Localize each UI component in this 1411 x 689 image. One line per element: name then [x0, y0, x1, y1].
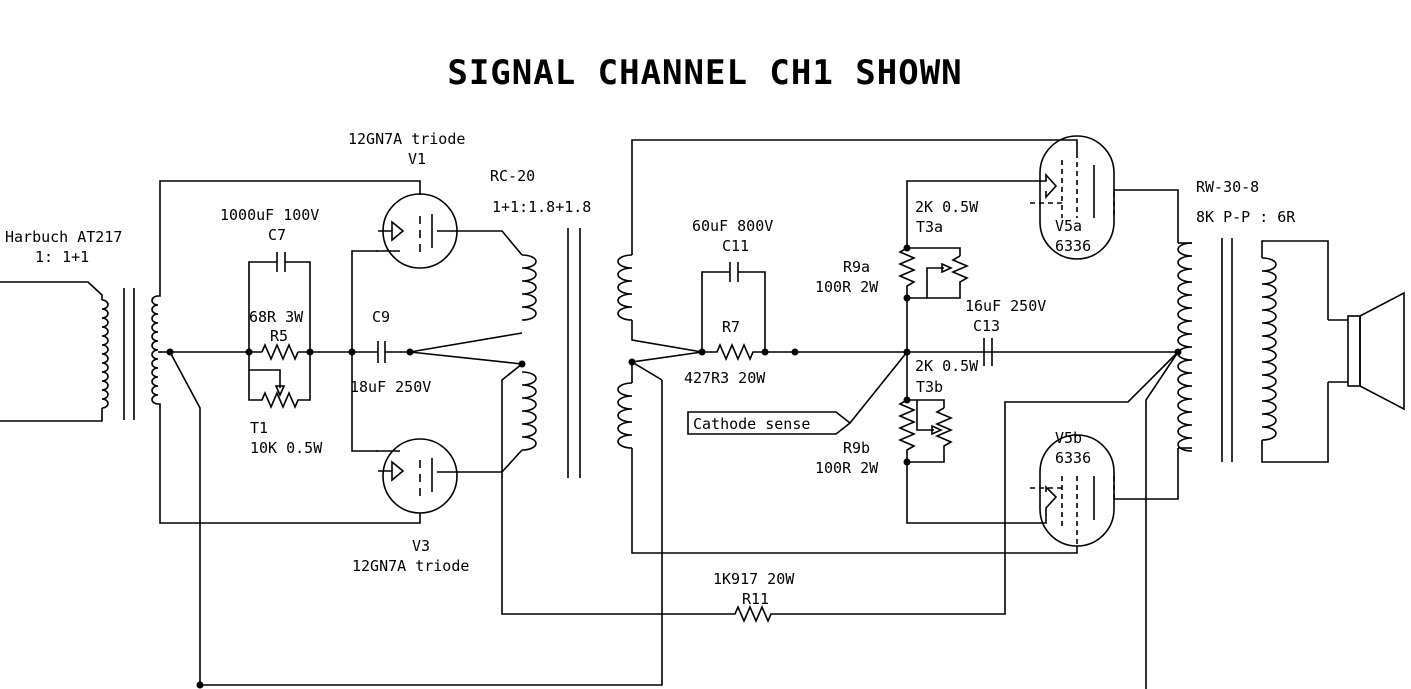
t3a-value: 2K 0.5W [915, 198, 979, 216]
v5b-type: 6336 [1055, 449, 1091, 467]
input-transformer-ratio: 1: 1+1 [35, 248, 89, 266]
r11-ref: R11 [742, 590, 769, 608]
r9b-value: 100R 2W [815, 459, 879, 477]
v5b-tube [1030, 434, 1179, 547]
output-transformer [1177, 238, 1329, 463]
v1-ref: V1 [408, 150, 426, 168]
r9a-value: 100R 2W [815, 278, 879, 296]
r7-ref: R7 [722, 318, 740, 336]
r9a-ref: R9a [843, 258, 870, 276]
cathode-sense-label: Cathode sense [693, 415, 810, 433]
input-stage-wiring [158, 180, 663, 686]
v1-triode [376, 193, 523, 269]
c13-capacitor [983, 338, 993, 366]
v5b-ref: V5b [1055, 429, 1082, 447]
cathode-sense-tag [687, 351, 908, 435]
v5a-ref: V5a [1055, 217, 1082, 235]
output-transformer-ratio: 8K P-P : 6R [1196, 208, 1296, 226]
rc20-ratio: 1+1:1.8+1.8 [492, 198, 591, 216]
rc20-name: RC-20 [490, 167, 535, 185]
c9-ref: C9 [372, 308, 390, 326]
r11-value: 1K917 20W [713, 570, 795, 588]
c13-value: 16uF 250V [965, 297, 1046, 315]
v1-type: 12GN7A triode [348, 130, 465, 148]
c7-value: 1000uF 100V [220, 206, 319, 224]
t3b-ref: T3b [916, 378, 943, 396]
diagram-title: SIGNAL CHANNEL CH1 SHOWN [447, 53, 962, 93]
input-transformer [0, 281, 170, 422]
t3a-ref: T3a [916, 218, 943, 236]
c9-value: 18uF 250V [350, 378, 431, 396]
t3b-value: 2K 0.5W [915, 357, 979, 375]
c13-ref: C13 [973, 317, 1000, 335]
speaker-icon [1328, 291, 1405, 411]
t1-value: 10K 0.5W [250, 439, 323, 457]
r9b-ref: R9b [843, 439, 870, 457]
v3-ref: V3 [412, 537, 430, 555]
v5a-tube [1030, 135, 1179, 260]
r5-ref: R5 [270, 327, 288, 345]
v3-type: 12GN7A triode [352, 557, 469, 575]
feedback-network [730, 351, 1179, 689]
v5a-type: 6336 [1055, 237, 1091, 255]
output-transformer-name: RW-30-8 [1196, 178, 1259, 196]
c11-ref: C11 [722, 237, 749, 255]
r5-value: 68R 3W [249, 308, 304, 326]
cathode-network [701, 262, 1178, 362]
t1-ref: T1 [250, 419, 268, 437]
c7-ref: C7 [268, 226, 286, 244]
r7-value: 427R3 20W [684, 369, 766, 387]
c11-value: 60uF 800V [692, 217, 773, 235]
r9b-t3b-network [897, 352, 1040, 524]
v3-triode [376, 438, 523, 514]
input-transformer-name: Harbuch AT217 [5, 228, 122, 246]
